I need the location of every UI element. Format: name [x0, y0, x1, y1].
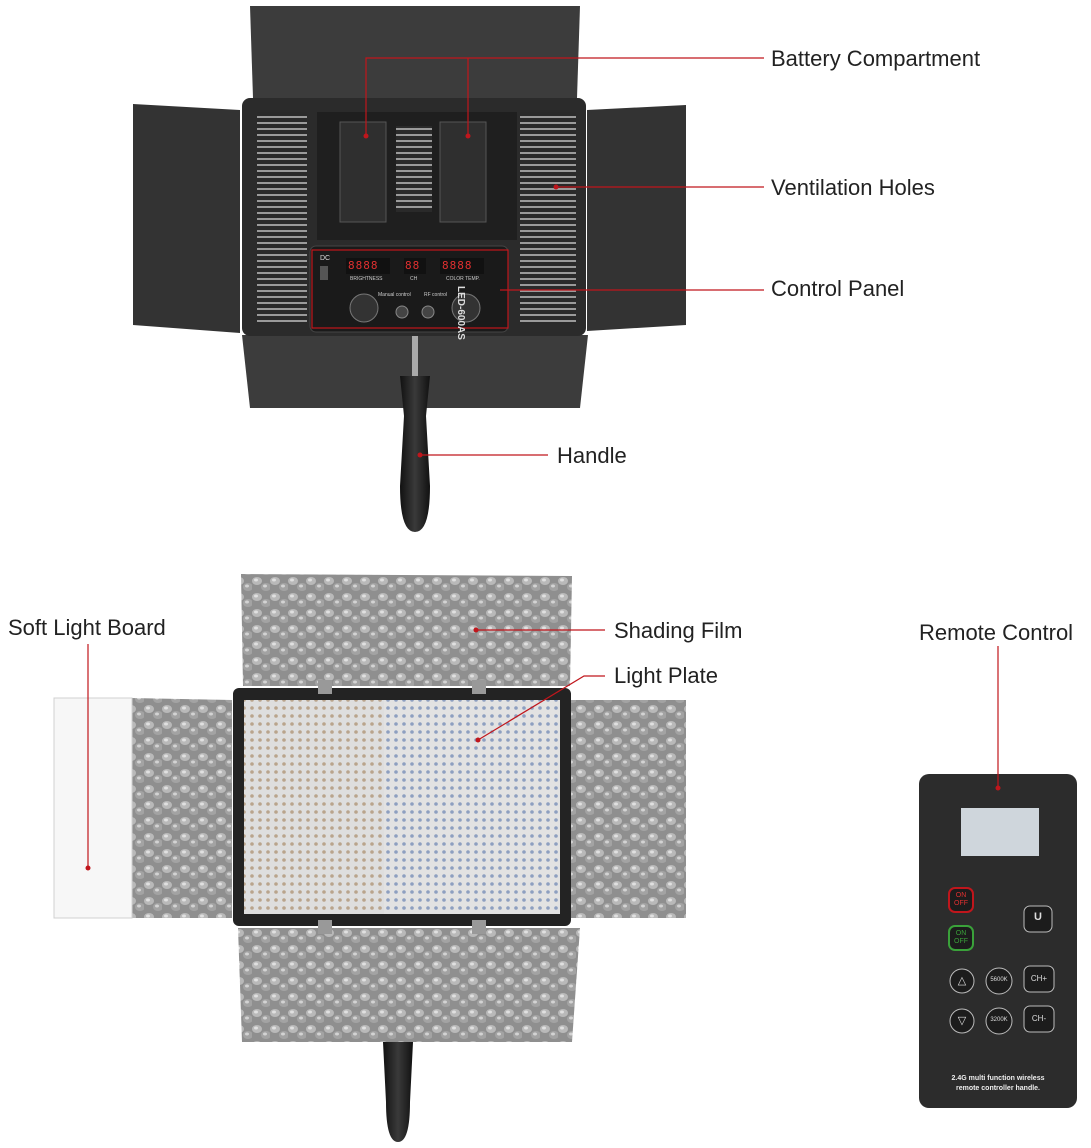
clip — [318, 920, 332, 934]
display-ch — [404, 258, 426, 274]
remote-chminus-label: CH- — [1031, 1014, 1047, 1023]
remote-footer-line1: 2.4G multi function wireless — [951, 1075, 1045, 1082]
model-label: LED-600AS — [455, 286, 466, 340]
mode-button — [395, 305, 409, 319]
temp-knob — [451, 293, 481, 323]
battery-center-vent — [396, 126, 432, 212]
ch-digits: 88 — [405, 259, 421, 272]
control-panel-label: Control Panel — [771, 276, 905, 301]
soft-light-board-label: Soft Light Board — [8, 615, 166, 640]
clip — [318, 680, 332, 694]
top-barn-door — [250, 6, 580, 98]
remote-down-button — [949, 1008, 975, 1034]
manual-control-label: Manual control — [378, 292, 411, 298]
soft-light-board — [53, 697, 133, 919]
temp-digits: 8888 — [442, 259, 473, 272]
dc-switch — [320, 266, 328, 280]
callout-lines — [87, 57, 999, 868]
vent-right — [520, 112, 576, 324]
remote-control-device — [919, 774, 1077, 1108]
remote-onoff-red-label: ON OFF — [954, 892, 968, 907]
vent-left — [257, 112, 307, 324]
remote-screen — [961, 808, 1039, 856]
ventilation-holes-label: Ventilation Holes — [771, 175, 935, 200]
rf-control-label: RF control — [424, 292, 448, 298]
shading-film-label: Shading Film — [614, 618, 743, 643]
remote-onoff-green-label: ON OFF — [954, 930, 968, 945]
light-plate-warm — [244, 700, 384, 914]
remote-footer-line2: remote controller handle. — [955, 1085, 1041, 1092]
brightness-digits: 8888 — [348, 259, 379, 272]
remote-chplus-button — [1023, 965, 1055, 993]
shading-film-bottom — [238, 928, 580, 1042]
dc-label: DC — [320, 255, 331, 262]
remote-chminus-button — [1023, 1005, 1055, 1033]
remote-up-label: △ — [957, 975, 967, 987]
handle-rod — [412, 336, 418, 376]
color-temp-label: COLOR TEMP. — [446, 276, 480, 282]
remote-3200k-label: 3200K — [990, 1017, 1008, 1023]
display-brightness — [346, 258, 390, 274]
remote-chplus-label: CH+ — [1030, 974, 1048, 983]
light-plate-cool — [384, 700, 560, 914]
front-handle — [383, 1042, 413, 1142]
remote-5600k-button — [985, 967, 1013, 995]
handle-label: Handle — [557, 443, 627, 468]
remote-5600k-label: 5600K — [990, 977, 1008, 983]
remote-u-label: U — [1034, 911, 1042, 923]
left-shading-door — [131, 698, 232, 918]
right-shading-door — [570, 700, 686, 918]
battery-slot-right — [439, 121, 487, 223]
remote-up-button — [949, 968, 975, 994]
ch-button — [421, 305, 435, 319]
control-panel-highlight — [311, 249, 509, 329]
clip — [472, 920, 486, 934]
remote-3200k-button — [985, 1007, 1013, 1035]
back-view — [133, 6, 686, 532]
handle — [400, 376, 430, 532]
clip — [472, 680, 486, 694]
remote-u-button — [1023, 905, 1053, 933]
remote-down-label: ▽ — [957, 1015, 967, 1027]
left-barn-door — [133, 104, 240, 333]
remote-onoff-red — [948, 887, 974, 913]
brightness-knob — [349, 293, 379, 323]
battery-slot-left — [339, 121, 387, 223]
brightness-label: BRIGHTNESS — [350, 276, 383, 282]
right-barn-door — [587, 105, 686, 331]
front-view — [53, 574, 686, 1142]
remote-onoff-green — [948, 925, 974, 951]
display-temp — [440, 258, 484, 274]
callout-dots — [85, 133, 1001, 871]
ch-label: CH — [410, 276, 418, 282]
battery-compartment-label: Battery Compartment — [771, 46, 981, 71]
light-plate-label: Light Plate — [614, 663, 718, 688]
shading-film-top — [241, 574, 572, 686]
remote-control-label: Remote Control — [919, 620, 1074, 645]
